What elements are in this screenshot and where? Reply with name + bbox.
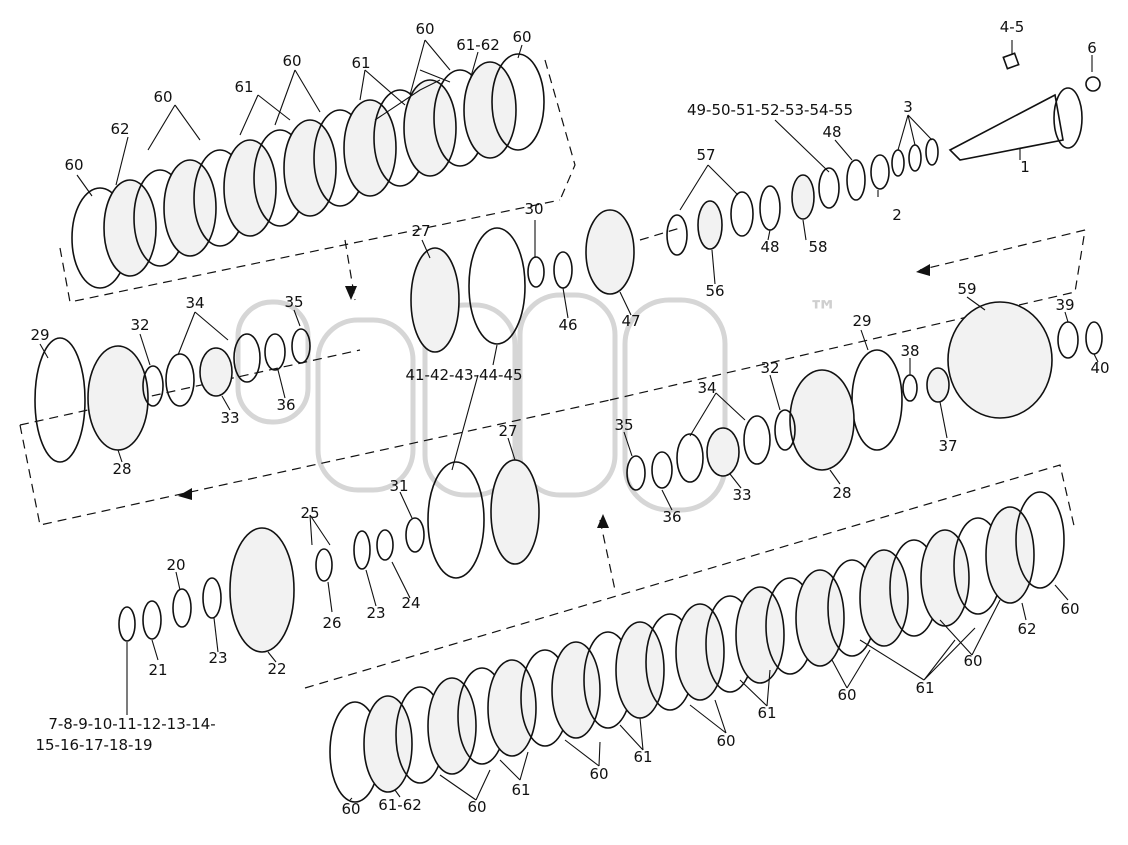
part-label: 2 xyxy=(892,206,902,224)
part-label: 34 xyxy=(697,379,716,397)
parts-layer xyxy=(34,52,1103,803)
part-label: 26 xyxy=(322,614,341,632)
part-label: 62 xyxy=(110,120,129,138)
part-label: 20 xyxy=(166,556,185,574)
part-labels: 4-5 6 3 49-50-51-52-53-54-55 48 1 2 57 48 58 56 47 3… xyxy=(30,18,1109,818)
part-label: 61-62 xyxy=(456,36,500,54)
part-label: 41-42-43-44-45 xyxy=(405,366,522,384)
part-label: 15-16-17-18-19 xyxy=(35,736,152,754)
part-label: 60 xyxy=(589,765,608,783)
part-label: 60 xyxy=(963,652,982,670)
part-label: 36 xyxy=(662,508,681,526)
part-label: 40 xyxy=(1090,359,1109,377)
part-label: 48 xyxy=(822,123,841,141)
snap-rings-upper xyxy=(527,138,939,295)
part-label: 60 xyxy=(415,20,434,38)
part-label: 23 xyxy=(366,604,385,622)
part-label: 61 xyxy=(757,704,776,722)
lower-middle-group xyxy=(118,459,540,653)
gear-27-upper xyxy=(410,247,460,353)
input-shaft xyxy=(948,52,1101,161)
part-label: 46 xyxy=(558,316,577,334)
part-label: 6 xyxy=(1087,39,1097,57)
part-label: 60 xyxy=(512,28,531,46)
part-label: 33 xyxy=(220,409,239,427)
part-label: 60 xyxy=(1060,600,1079,618)
part-label: 33 xyxy=(732,486,751,504)
part-label: 61 xyxy=(351,54,370,72)
part-label: 1 xyxy=(1020,158,1030,176)
part-label: 61 xyxy=(633,748,652,766)
part-label: 30 xyxy=(524,200,543,218)
part-label: 47 xyxy=(621,312,640,330)
part-label: 61 xyxy=(511,781,530,799)
part-label: 28 xyxy=(112,460,131,478)
part-label: 60 xyxy=(837,686,856,704)
part-label: 7-8-9-10-11-12-13-14- xyxy=(48,715,215,733)
part-label: 29 xyxy=(30,326,49,344)
part-label: 37 xyxy=(938,437,957,455)
part-label: 59 xyxy=(957,280,976,298)
part-label: 62 xyxy=(1017,620,1036,638)
part-label: 24 xyxy=(401,594,420,612)
part-label: 61 xyxy=(915,679,934,697)
part-label: 31 xyxy=(389,477,408,495)
part-label: 60 xyxy=(716,732,735,750)
part-label: 57 xyxy=(696,146,715,164)
part-label: 23 xyxy=(208,649,227,667)
part-label: 27 xyxy=(411,222,430,240)
part-label: 27 xyxy=(498,422,517,440)
top-clutch-pack xyxy=(71,53,545,289)
part-label: 60 xyxy=(282,52,301,70)
watermark-text: ™ xyxy=(808,295,838,330)
part-label: 48 xyxy=(760,238,779,256)
part-label: 61 xyxy=(234,78,253,96)
right-piston-group xyxy=(626,301,1103,491)
part-label: 60 xyxy=(153,88,172,106)
part-label: 22 xyxy=(267,660,286,678)
part-label: 28 xyxy=(832,484,851,502)
part-label: 29 xyxy=(852,312,871,330)
part-label: 39 xyxy=(1055,296,1074,314)
large-snap-ring-upper xyxy=(468,227,526,345)
part-label: 32 xyxy=(130,316,149,334)
bottom-clutch-pack xyxy=(329,491,1065,803)
part-label: 3 xyxy=(903,98,913,116)
part-label: 60 xyxy=(467,798,486,816)
direction-arrows xyxy=(178,264,930,528)
watermark-logo: ™ xyxy=(235,292,838,513)
part-label: 61-62 xyxy=(378,796,422,814)
part-label: 21 xyxy=(148,661,167,679)
part-label: 34 xyxy=(185,294,204,312)
part-label: 60 xyxy=(341,800,360,818)
part-label: 35 xyxy=(614,416,633,434)
part-label: 49-50-51-52-53-54-55 xyxy=(687,101,853,119)
leader-lines xyxy=(39,39,1099,801)
part-label: 38 xyxy=(900,342,919,360)
part-label: 58 xyxy=(808,238,827,256)
part-label: 36 xyxy=(276,396,295,414)
part-label: 56 xyxy=(705,282,724,300)
part-label: 35 xyxy=(284,293,303,311)
left-piston-group xyxy=(34,328,311,463)
part-label: 60 xyxy=(64,156,83,174)
part-label: 4-5 xyxy=(1000,18,1025,36)
part-label: 32 xyxy=(760,359,779,377)
part-label: 25 xyxy=(300,504,319,522)
